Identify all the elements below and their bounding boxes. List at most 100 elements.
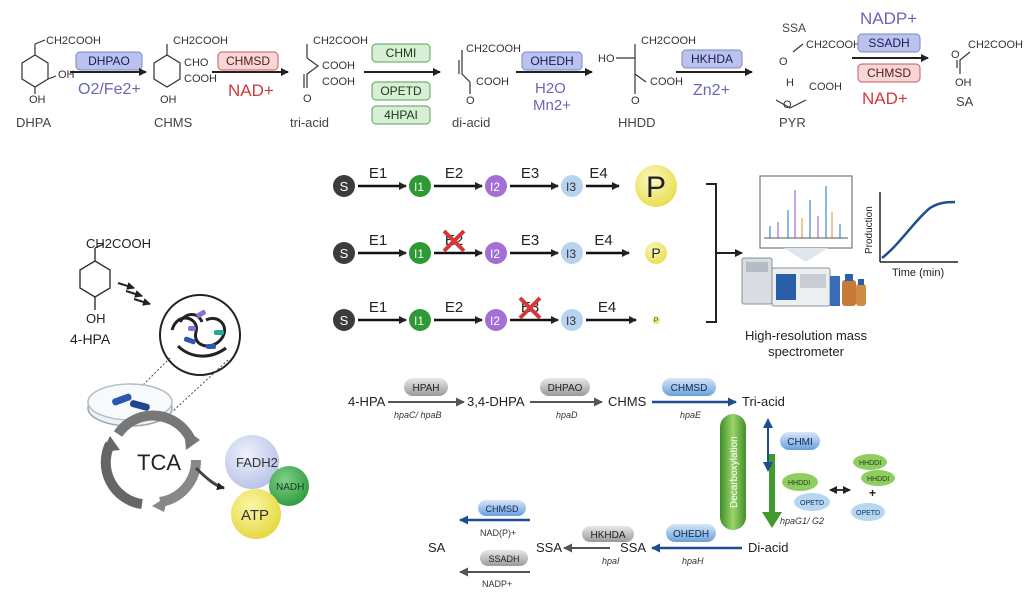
triacid-label: tri-acid — [290, 115, 329, 130]
hpa4-substituent: CH2COOH — [86, 236, 151, 251]
dhpao-label: DHPAO — [88, 54, 130, 68]
dhpao-pill-label: DHPAO — [548, 383, 583, 394]
intermediate-3-label: I3 — [566, 180, 576, 194]
bottom-4hpa: 4-HPA — [348, 394, 386, 409]
nadh-circle — [269, 466, 309, 506]
bottom-pathway: 4-HPA HPAH hpaC/ hpaB 3,4-DHPA DHPAO hpa… — [348, 378, 895, 589]
step-chmi-opetd: CHMI OPETD 4HPAI — [364, 43, 441, 125]
uptake-arrows — [117, 282, 151, 306]
intermediate-2-circle — [485, 309, 507, 331]
chmsd2-pill-label: CHMSD — [486, 504, 519, 514]
diacid-o: O — [466, 95, 475, 107]
pyr-cooh: COOH — [809, 81, 842, 93]
nadh-label: NADH — [276, 482, 304, 493]
intermediate-1-label: I1 — [414, 180, 424, 194]
fadh2-label: FADH2 — [236, 455, 278, 470]
dhpa-oh-top: OH — [58, 69, 75, 81]
hpah-label: HPAH — [412, 383, 439, 394]
hpah-gene: hpaH — [682, 556, 704, 566]
hpa4-label: 4-HPA — [70, 331, 111, 347]
nadp-cofactor: NADP+ — [860, 9, 917, 28]
hhdd-ho: HO — [598, 53, 615, 65]
chmsd2-label: CHMSD — [867, 66, 911, 80]
diacid-cooh: COOH — [476, 76, 509, 88]
hhddi3-label: HHDDI — [867, 476, 889, 483]
ssadh-enzyme-box — [857, 33, 921, 53]
pyr-label: PYR — [779, 115, 806, 130]
intermediate-2-circle — [485, 175, 507, 197]
opetd1-label: OPETD — [800, 500, 824, 507]
substrate-label: S — [340, 179, 349, 194]
enzyme-e2-label: E2 — [445, 165, 463, 182]
sa-substituent: CH2COOH — [968, 39, 1023, 51]
triacid-substituent: CH2COOH — [313, 35, 368, 47]
enzyme-e4-label: E4 — [594, 232, 612, 249]
ssadh-pill — [480, 550, 528, 566]
atp-label: ATP — [241, 507, 269, 524]
chmi-label: CHMI — [386, 46, 417, 60]
ohedh-label: OHEDH — [530, 54, 573, 68]
enzyme-e3-label: E3 — [521, 232, 539, 249]
enzyme-e1-label: E1 — [369, 165, 387, 182]
hhddi1-label: HHDDI — [788, 480, 810, 487]
bottom-sa: SA — [428, 540, 446, 555]
product-label: P — [654, 318, 658, 324]
fadh2-circle — [225, 435, 279, 489]
substrate-circle — [333, 309, 355, 331]
knockout-cross — [442, 229, 466, 253]
hpa4-oh: OH — [86, 311, 106, 326]
hkhda-label: HKHDA — [691, 52, 733, 66]
intermediate-3-circle — [561, 175, 583, 197]
hpae-gene: hpaE — [680, 410, 702, 420]
hhddi-complex-left: HHDDI OPETD hpaG1/ G2 — [780, 473, 830, 526]
compound-diacid: CH2COOH COOH O di-acid — [452, 43, 521, 130]
product-label: P — [651, 245, 660, 261]
triacid-cooh1: COOH — [322, 60, 355, 72]
nad2-cofactor: NAD+ — [862, 89, 908, 108]
cell-zoom-circle — [159, 294, 241, 376]
atp-circle — [231, 489, 281, 539]
triacid-cooh2: COOH — [322, 76, 355, 88]
bottom-diacid: Di-acid — [748, 540, 788, 555]
dhpa-label: DHPA — [16, 115, 51, 130]
hhddi-complex-right: HHDDI HHDDI + OPETD — [851, 454, 895, 521]
intermediate-2-label: I2 — [490, 180, 500, 194]
ssa-substituent: CH2COOH — [806, 39, 861, 51]
nadp-top-label: NAD(P)+ — [480, 528, 516, 538]
bottom-ssa-left: SSA — [536, 540, 562, 555]
tca-label: TCA — [137, 450, 181, 475]
ms-spectrum-panel — [759, 175, 853, 249]
diacid-substituent: CH2COOH — [466, 43, 521, 55]
opetd-enzyme-box — [371, 81, 431, 101]
left-metabolism: CH2COOH OH 4-HPA — [70, 236, 309, 539]
substrate-circle — [333, 175, 355, 197]
hhddi2-label: HHDDI — [859, 460, 881, 467]
hkhda-enzyme-box — [681, 49, 743, 69]
hpad-gene: hpaD — [556, 410, 578, 420]
dhpao-pill — [540, 378, 590, 396]
decarboxylation-label: Decarboxylation — [729, 436, 740, 508]
intermediate-3-circle — [561, 242, 583, 264]
bottom-ssa: SSA — [620, 540, 646, 555]
ssa-h: H — [786, 77, 794, 89]
dhpa-oh-bottom: OH — [29, 94, 46, 106]
hkhda-pill — [582, 526, 634, 542]
ssa-top-label: SSA — [782, 21, 806, 35]
substrate-label: S — [340, 246, 349, 261]
ohedh-pill-label: OHEDH — [673, 529, 709, 540]
bottom-34dhpa: 3,4-DHPA — [467, 394, 525, 409]
chms-cooh: COOH — [184, 73, 217, 85]
chmsd2-enzyme-box — [857, 63, 921, 83]
ms-caption-line1: High-resolution mass — [745, 328, 868, 343]
intermediate-3-circle — [561, 309, 583, 331]
substrate-circle — [333, 242, 355, 264]
mn-cofactor: Mn2+ — [533, 97, 571, 114]
hpah-pill — [404, 378, 448, 396]
product-circle — [645, 242, 667, 264]
tca-cycle: TCA — [100, 410, 225, 512]
intermediate-2-label: I2 — [490, 247, 500, 261]
ssa-o: O — [779, 56, 788, 68]
hpai-gene: hpaI — [602, 556, 620, 566]
